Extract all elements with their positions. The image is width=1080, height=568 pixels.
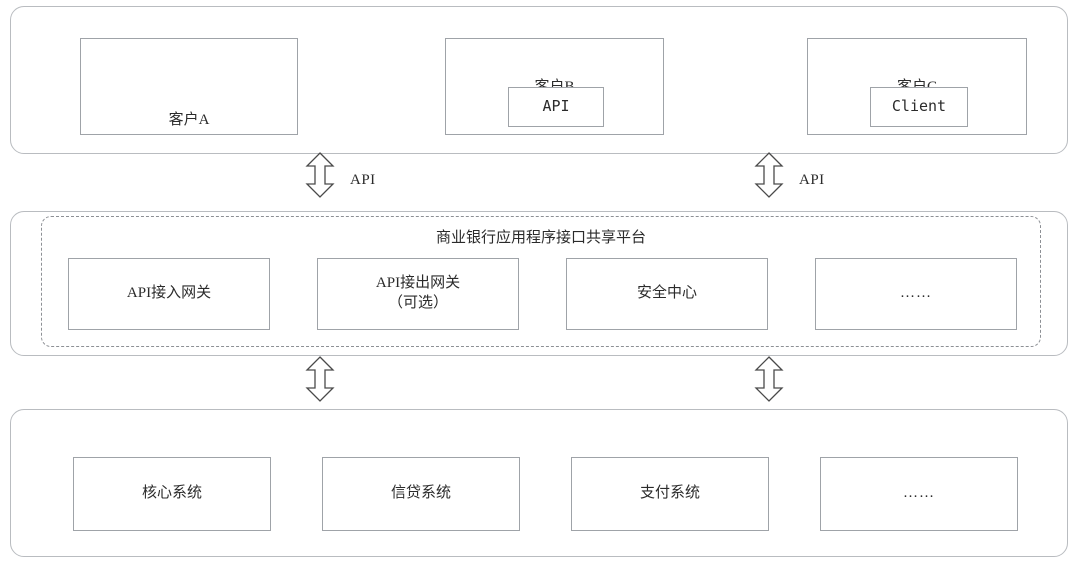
platform-title: 商业银行应用程序接口共享平台 [435,230,646,246]
module-api-ingress-gateway[interactable]: API接入网关 [68,258,270,330]
module-label: …… [900,285,932,302]
system-label: 信贷系统 [390,485,451,502]
system-label: 核心系统 [141,485,202,502]
client-b-api-chip[interactable]: API [508,87,604,127]
module-security-center[interactable]: 安全中心 [566,258,768,330]
platform-dashed-boundary [41,216,1041,347]
system-box-more-placeholder[interactable]: …… [820,457,1018,531]
client-a-label: 客户A [168,112,210,128]
module-api-egress-gateway[interactable]: API接出网关 （可选） [317,258,519,330]
client-box-a[interactable]: 客户A [80,38,298,135]
double-arrow-vertical-icon [305,152,335,198]
system-label: …… [903,485,935,502]
client-box-b[interactable]: 客户B API [445,38,664,135]
system-box-payment[interactable]: 支付系统 [571,457,769,531]
module-sublabel: （可选） [387,295,448,311]
double-arrow-vertical-icon [754,152,784,198]
client-box-c[interactable]: 客户C Client [807,38,1027,135]
module-label: 安全中心 [636,285,697,302]
double-arrow-vertical-icon [305,356,335,402]
system-label: 支付系统 [639,485,700,502]
connector-label-right: API [799,172,825,188]
system-box-credit[interactable]: 信贷系统 [322,457,520,531]
module-label: API接出网关 [375,275,461,292]
connector-label-left: API [350,172,376,188]
double-arrow-vertical-icon [754,356,784,402]
module-more-placeholder[interactable]: …… [815,258,1017,330]
client-layer-container: 客户A 客户B API 客户C Client [10,6,1068,154]
system-box-core[interactable]: 核心系统 [73,457,271,531]
module-label: API接入网关 [126,285,212,302]
client-c-client-chip[interactable]: Client [870,87,968,127]
